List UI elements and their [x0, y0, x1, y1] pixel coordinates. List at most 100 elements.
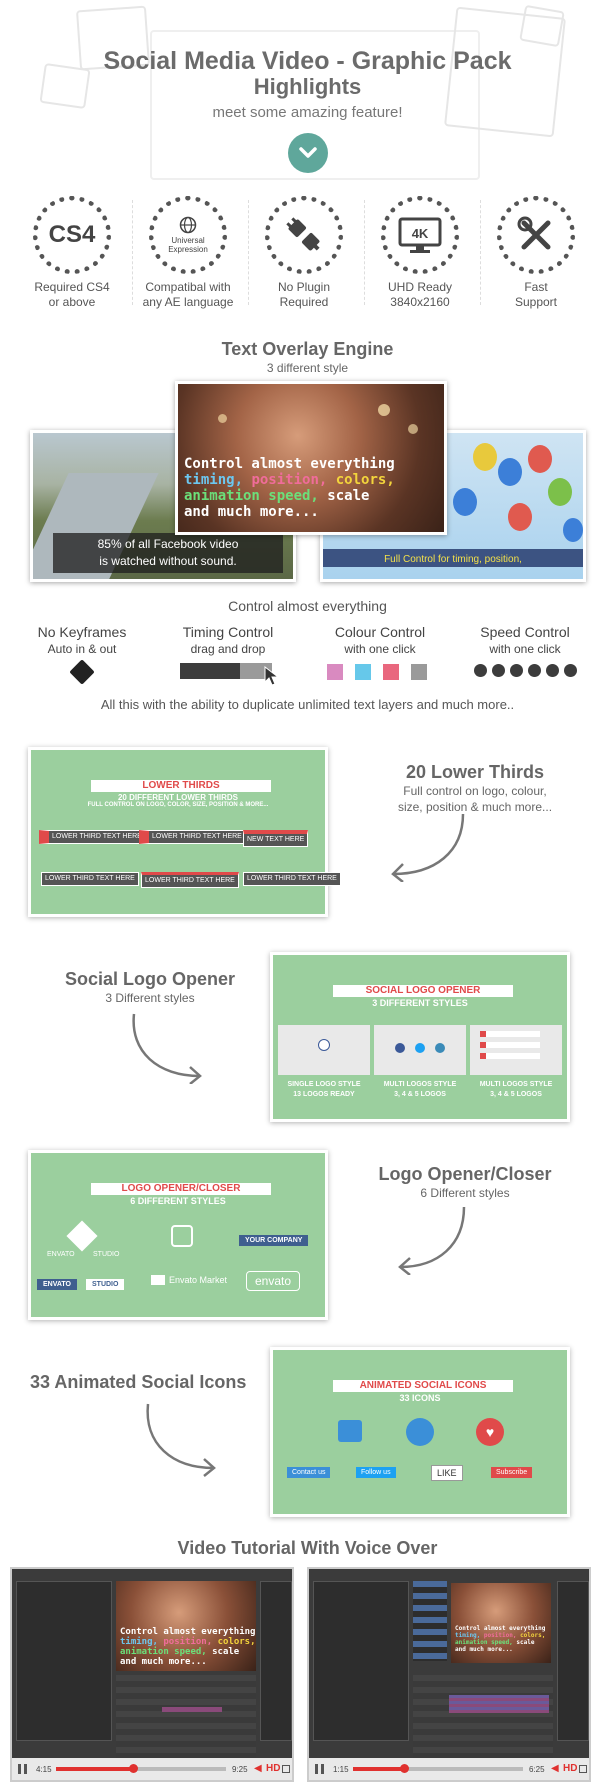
social-logo-title: Social Logo Opener: [64, 969, 236, 989]
text-overlay-title: Text Overlay Engine: [221, 339, 394, 359]
tutorial-player-2[interactable]: Control almost everything timing, positi…: [307, 1567, 591, 1782]
word-timing: timing,: [184, 472, 244, 488]
scroll-down-button[interactable]: [288, 133, 328, 173]
timing-bar-handle[interactable]: [240, 663, 272, 679]
pause-icon[interactable]: [18, 1764, 27, 1774]
speed-dot: [564, 664, 577, 677]
word-scale: scale: [327, 488, 370, 504]
logo-text: STUDIO: [93, 1251, 120, 1258]
tools-icon: [517, 216, 551, 250]
lower-thirds-info: 20 Lower Thirds Full control on logo, co…: [360, 762, 590, 815]
speed-dot: [474, 664, 487, 677]
lower-thirds-sub1: Full control on logo, colour,: [403, 784, 547, 798]
ae-right-panel: [557, 1581, 589, 1741]
balloon: [528, 445, 552, 473]
style-sublabel: 3, 4 & 5 LOGOS: [394, 1091, 446, 1098]
lower-third-sample: LOWER THIRD TEXT HERE: [141, 872, 239, 888]
panel-head: SOCIAL LOGO OPENER: [333, 985, 513, 997]
like-circle-icon: [406, 1418, 434, 1446]
subscribe-button: Subscribe: [491, 1467, 533, 1478]
balloon: [563, 518, 583, 542]
controls-footer: All this with the ability to duplicate u…: [100, 697, 515, 712]
feature-label: Fast: [524, 280, 548, 294]
progress-track[interactable]: [353, 1764, 523, 1773]
control-sub: with one click: [344, 642, 416, 656]
viewer-word: animation speed,: [120, 1647, 207, 1657]
control-title: No Keyframes: [37, 624, 127, 640]
hd-badge[interactable]: HD: [563, 1763, 578, 1774]
color-swatch-red[interactable]: [383, 664, 399, 680]
panel-sub: 3 DIFFERENT STYLES: [372, 998, 468, 1008]
volume-icon[interactable]: ◀: [551, 1763, 559, 1774]
feature-label: Required CS4: [34, 280, 110, 294]
word-position: position,: [251, 472, 328, 488]
overlay-headline-line3: animation speed, scale: [184, 488, 444, 504]
volume-icon[interactable]: ◀: [254, 1763, 262, 1774]
viewer-word: animation speed,: [455, 1639, 513, 1646]
viewer-text: Control almost everything timing, positi…: [455, 1625, 545, 1653]
video-controls: 4:15 9:25 ◀ HD: [12, 1758, 292, 1780]
progress-track[interactable]: [56, 1764, 226, 1773]
lower-thirds-title: 20 Lower Thirds: [405, 762, 545, 782]
ae-timeline: [413, 1675, 553, 1759]
balloon: [453, 488, 477, 516]
overlay-caption-bar: Full Control for timing, position,: [323, 549, 583, 567]
speed-dot: [546, 664, 559, 677]
viewer-line: Control almost everything: [120, 1627, 256, 1637]
total-time: 9:25: [232, 1765, 248, 1774]
tutorial-player-1[interactable]: Control almost everything timing, positi…: [10, 1567, 294, 1782]
overlay-thumb-center: Control almost everything timing, positi…: [175, 381, 447, 535]
overlay-headline-line2: timing, position, colors,: [184, 472, 444, 488]
cs4-badge: CS4: [33, 196, 111, 274]
overlay-caption-line1: 85% of all Facebook video: [97, 537, 239, 551]
badge: [265, 196, 343, 274]
divider: [364, 200, 365, 305]
cs4-badge-text: CS4: [48, 221, 96, 248]
social-logo-panel: SOCIAL LOGO OPENER 3 DIFFERENT STYLES SI…: [270, 952, 570, 1122]
keyframe-diamond-icon: [69, 659, 95, 685]
speed-dots[interactable]: [474, 664, 577, 677]
color-swatch-gray[interactable]: [411, 664, 427, 680]
color-swatch-blue[interactable]: [355, 664, 371, 680]
highlights-title: Highlights: [253, 74, 362, 99]
logo-text: envato: [246, 1271, 301, 1291]
color-swatch-pink[interactable]: [327, 664, 343, 680]
follow-us-button: Follow us: [356, 1467, 396, 1478]
lower-third-sample: NEW TEXT HERE: [243, 830, 309, 847]
divider: [480, 200, 481, 305]
plug-icon: [286, 217, 320, 251]
fullscreen-icon[interactable]: [282, 1765, 290, 1773]
logo-text: ENVATO: [37, 1279, 78, 1290]
style-preview: [374, 1025, 466, 1075]
speed-dot: [510, 664, 523, 677]
viewer-word: scale: [516, 1639, 535, 1646]
instagram-icon: [435, 1043, 445, 1053]
style-label: MULTI LOGOS STYLE: [383, 1081, 457, 1088]
pause-icon[interactable]: [315, 1764, 324, 1774]
progress-knob[interactable]: [400, 1764, 409, 1773]
bokeh-light: [408, 424, 418, 434]
fullscreen-icon[interactable]: [579, 1765, 587, 1773]
control-sub: drag and drop: [190, 642, 266, 656]
4k-text: 4K: [412, 226, 429, 241]
feature-label: Compatibal with: [145, 280, 231, 294]
current-time: 1:15: [333, 1765, 349, 1774]
logo-opener-panel: LOGO OPENER/CLOSER 6 DIFFERENT STYLES EN…: [28, 1150, 328, 1320]
progress-fill: [353, 1767, 404, 1771]
overlay-caption-box: 85% of all Facebook video is watched wit…: [53, 533, 283, 573]
control-sub: with one click: [489, 642, 561, 656]
social-logo-sub: 3 Different styles: [105, 991, 195, 1005]
hd-badge[interactable]: HD: [266, 1763, 281, 1774]
lower-third-sample: LOWER THIRD TEXT HERE: [39, 830, 146, 844]
heart-circle-icon: ♥: [476, 1418, 504, 1446]
viewer-text: Control almost everything timing, positi…: [120, 1627, 256, 1667]
text-overlay-subtitle: 3 different style: [266, 361, 349, 375]
badge: 4K: [381, 196, 459, 274]
control-title: Timing Control: [182, 624, 274, 640]
feature-sublabel: Required: [279, 295, 329, 309]
arrow-icon: [146, 1403, 216, 1477]
progress-knob[interactable]: [128, 1764, 138, 1773]
